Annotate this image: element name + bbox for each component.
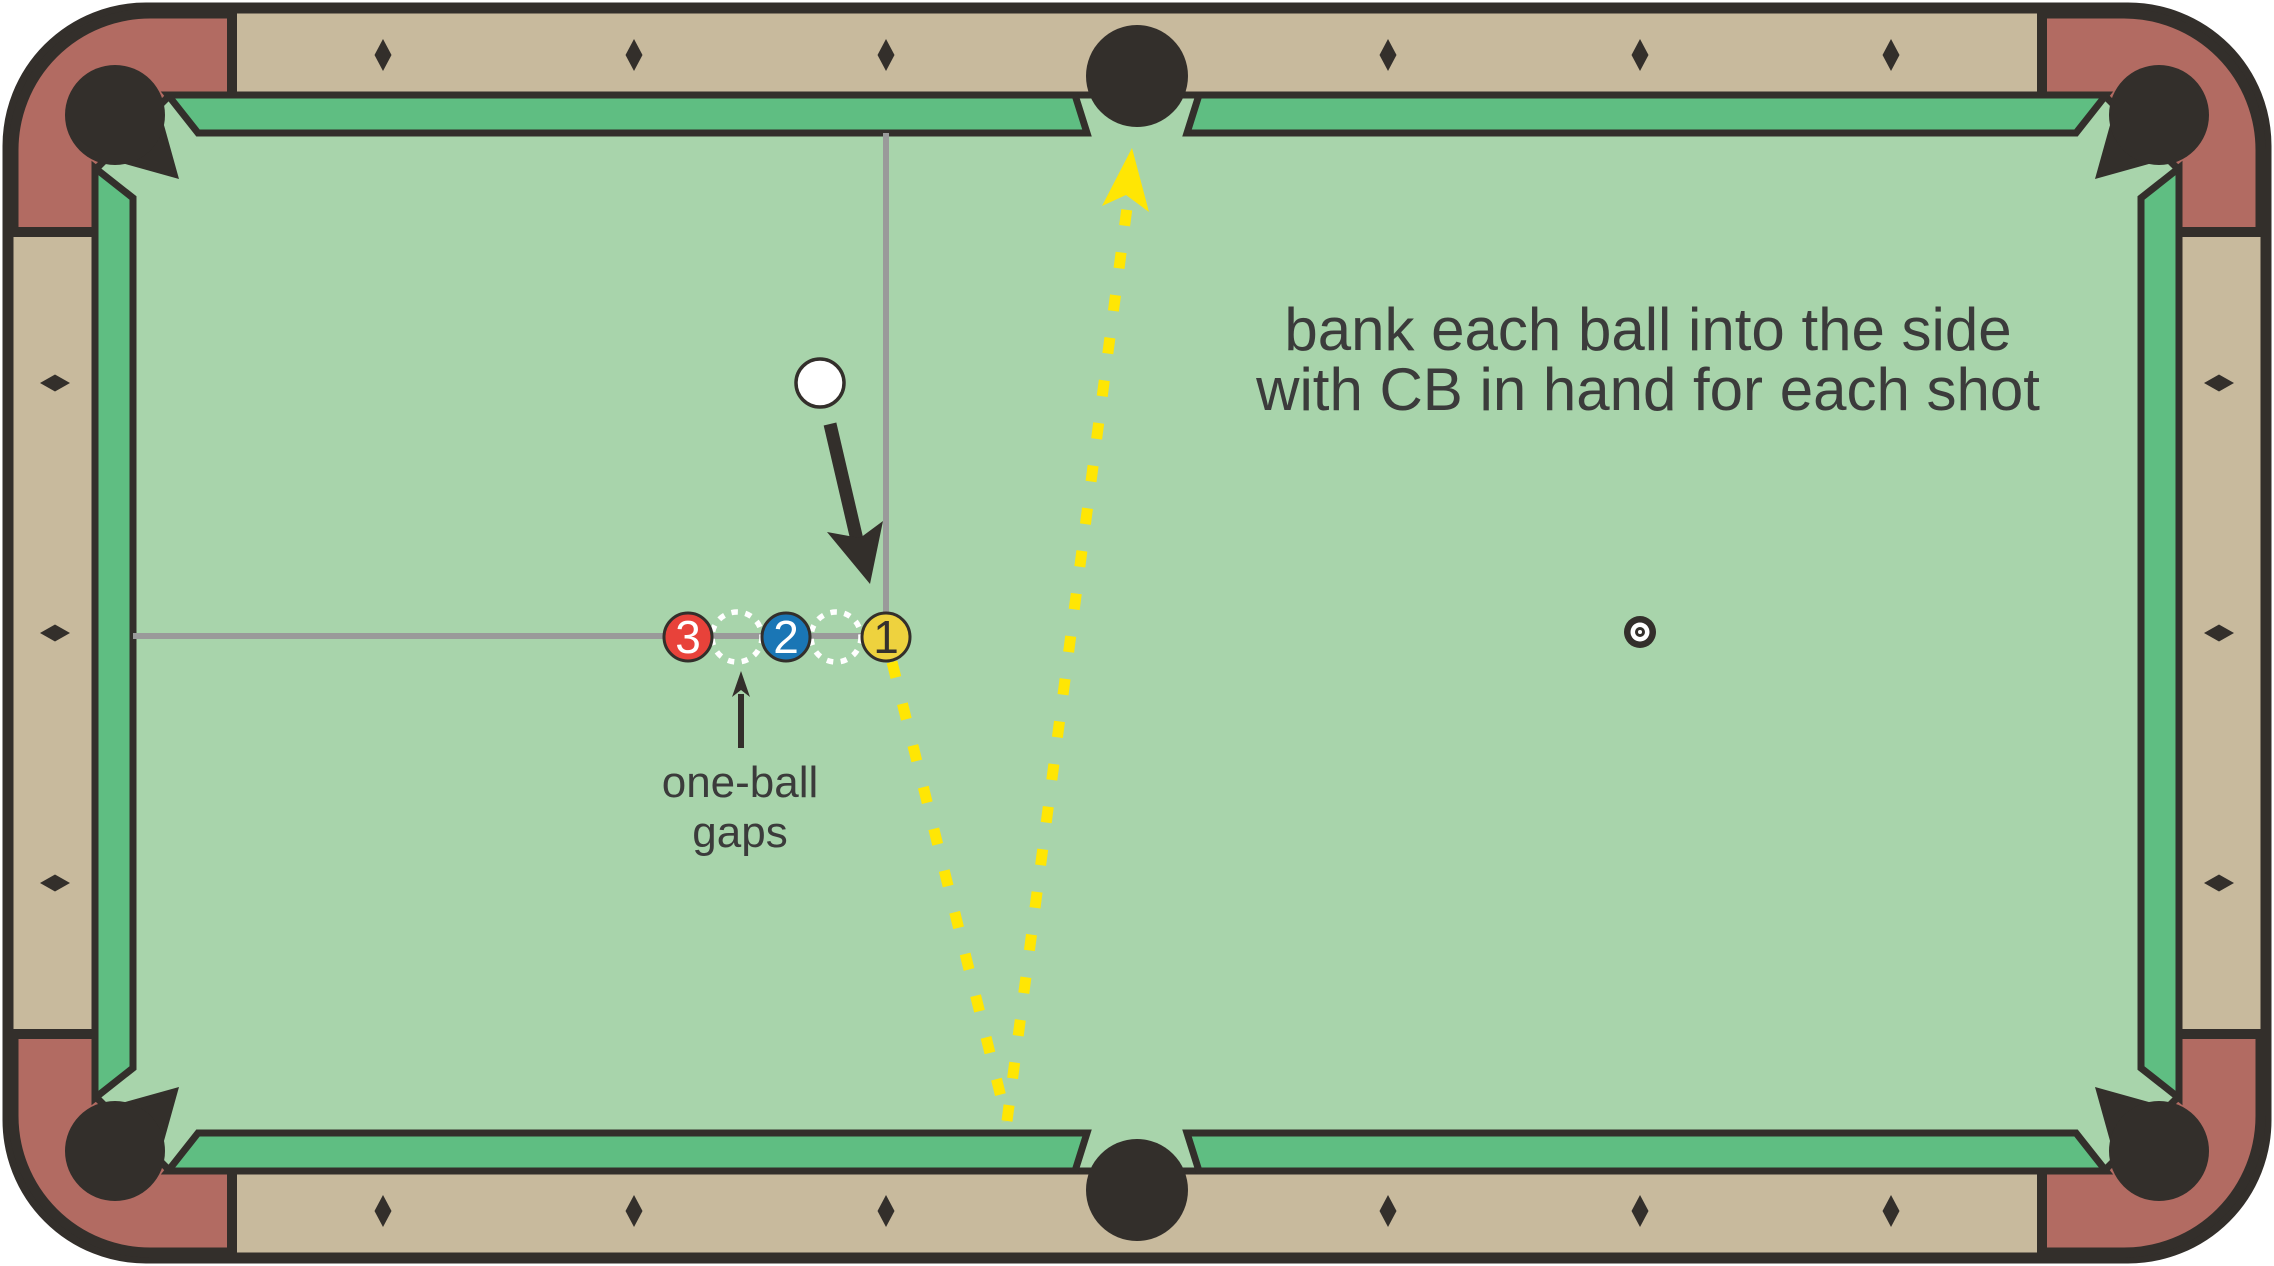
rail-diamonds-left (40, 374, 70, 892)
ball-1: 1 (860, 611, 912, 663)
cushion-left (91, 160, 137, 1106)
bank-trajectory (886, 148, 1149, 1123)
cushion-top-left (160, 91, 1092, 137)
rail-diamond (374, 1195, 392, 1227)
rail-diamonds-top (374, 39, 1900, 71)
rail-diamond (40, 374, 70, 392)
ball-2-number: 2 (773, 611, 799, 663)
pocket-corner-bottom-left (65, 1087, 179, 1201)
ball-1-number: 1 (873, 611, 899, 663)
rail-diamond (2204, 624, 2234, 642)
rail-diamond (1631, 1195, 1649, 1227)
rail-diamond (877, 39, 895, 71)
pocket-side-top (1086, 25, 1188, 127)
cushion-right (2137, 160, 2183, 1106)
rail-diamonds-bottom (374, 1195, 1900, 1227)
gap-label-line-1: one-ball (662, 758, 819, 807)
cue-direction-arrow (823, 422, 883, 584)
instruction-note-line-2: with CB in hand for each shot (1255, 356, 2040, 423)
rail-diamond (1882, 39, 1900, 71)
rail-diamond (1379, 1195, 1397, 1227)
pocket-side-bottom (1086, 1139, 1188, 1241)
ball-3: 3 (662, 611, 714, 663)
bank-path-to-pocket (1001, 199, 1134, 1122)
cue-direction-arrowhead (827, 521, 883, 584)
instruction-note-line-1: bank each ball into the side (1284, 296, 2011, 363)
gap-pointer-arrow (732, 671, 750, 748)
rail-diamond (1882, 1195, 1900, 1227)
rail-diamond (625, 39, 643, 71)
cue-ball (794, 357, 846, 409)
foot-spot-marker (1624, 616, 1656, 648)
rail-diamond (1379, 39, 1397, 71)
rail-diamond (2204, 374, 2234, 392)
ball-3-number: 3 (675, 611, 701, 663)
rail-diamond (877, 1195, 895, 1227)
pocket-corner-top-right (2095, 65, 2209, 179)
bank-path-to-rail (886, 660, 1013, 1123)
pocket-corner-bottom-right (2095, 1087, 2209, 1201)
gap-label-line-2: gaps (692, 808, 787, 857)
rail-diamonds-right (2204, 374, 2234, 892)
pocket-corner-top-left (65, 65, 179, 179)
cushion-bottom-right (1182, 1129, 2114, 1175)
rail-diamond (40, 624, 70, 642)
rail-diamond (40, 874, 70, 892)
bank-path-arrowhead (1102, 148, 1149, 212)
rail-diamond (374, 39, 392, 71)
ball-2: 2 (760, 611, 812, 663)
rail-diamond (625, 1195, 643, 1227)
rail-diamond (1631, 39, 1649, 71)
cushion-bottom-left (160, 1129, 1092, 1175)
cushion-top-right (1182, 91, 2114, 137)
rail-diamond (2204, 874, 2234, 892)
